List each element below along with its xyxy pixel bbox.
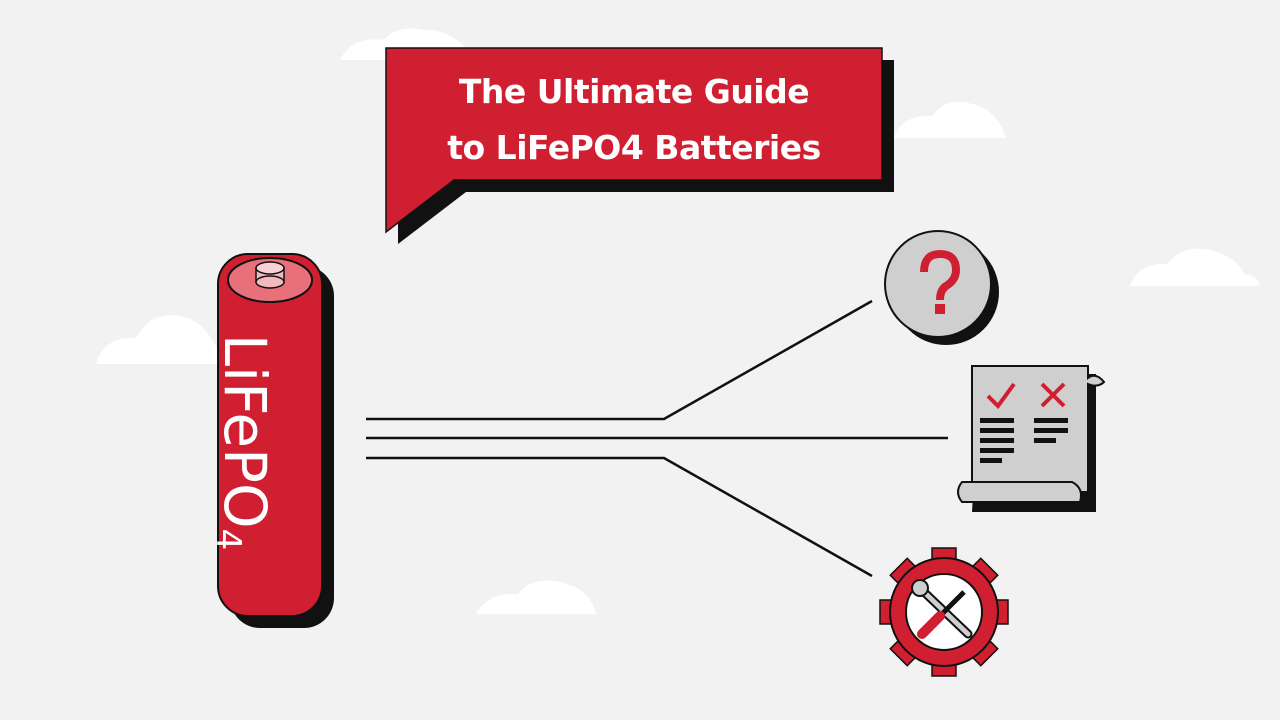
line-to-tools [366, 456, 873, 578]
text-line [1034, 438, 1056, 443]
title-line-1: The Ultimate Guide [458, 72, 810, 111]
title-speech-bubble [385, 47, 894, 244]
text-line [1034, 428, 1068, 433]
line-to-question [366, 299, 873, 421]
wrench-head [911, 579, 929, 597]
title-line-2: to LiFePO4 Batteries [447, 128, 821, 167]
bubble-body [385, 47, 883, 234]
document-scroll-bottom [957, 481, 1082, 503]
screwdriver-handle [917, 611, 945, 639]
question-mark-icon [884, 230, 999, 345]
cloud-far-right [1130, 248, 1260, 286]
gear-wrench-screwdriver-icon [879, 547, 1009, 677]
battery-label-subscript: 4 [208, 528, 248, 551]
text-line [980, 418, 1014, 423]
battery-label: LiFePO4 [208, 292, 280, 592]
battery-terminal-bottom [255, 275, 285, 289]
text-line [980, 438, 1014, 443]
text-line [980, 428, 1014, 433]
cloud-left [96, 314, 224, 364]
pros-cons-document-icon [957, 365, 1106, 512]
document-text-lines-left [980, 418, 1014, 463]
battery-label-main: LiFePO [211, 333, 279, 529]
question-mark-glyph [920, 249, 961, 301]
battery-terminal [255, 261, 285, 275]
cloud-right [894, 101, 1006, 138]
page-title: The Ultimate Guide to LiFePO4 Batteries [386, 64, 882, 176]
question-icon-circle [884, 230, 992, 338]
question-mark-dot [935, 304, 945, 314]
check-mark-icon [986, 382, 1016, 410]
text-line [980, 448, 1014, 453]
document-text-lines-right [1034, 418, 1068, 443]
battery-body [217, 253, 323, 617]
cloud-bottom [476, 580, 596, 614]
cross-mark-icon [1040, 382, 1066, 408]
text-line [980, 458, 1002, 463]
text-line [1034, 418, 1068, 423]
screwdriver-icon [917, 590, 966, 639]
battery-illustration [217, 253, 334, 628]
connector-lines [366, 299, 948, 578]
